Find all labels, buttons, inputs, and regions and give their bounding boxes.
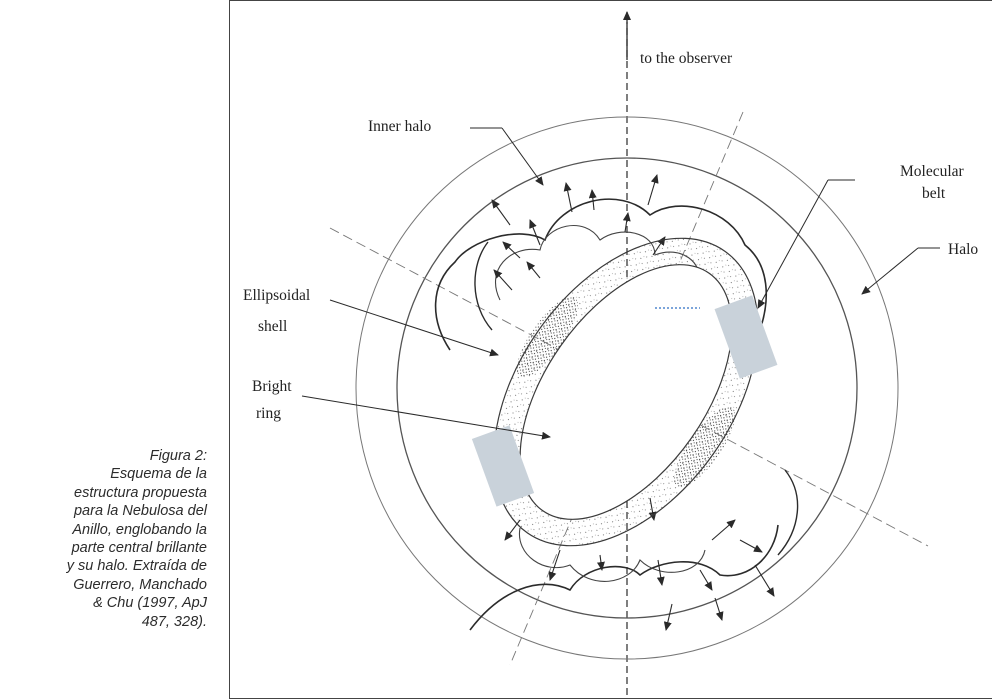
outflow-arrow [493,269,513,291]
halo-label: Halo [948,241,978,258]
molecular-belt-left [471,425,535,507]
caption-line: y su halo. Extraída de [66,558,207,575]
ellipsoidal-shell-label-1: Ellipsoidal [243,287,310,304]
bright-ring-right [674,406,736,488]
caption-line: Esquema de la [110,466,207,483]
inner-halo-pointer-arrow [501,127,544,186]
inner-halo-lobes-bottom [469,524,779,631]
outflow-arrow [663,603,673,631]
molecular-belt-label-2: belt [922,185,946,202]
outflow-arrow [754,564,775,597]
outflow-arrow [491,199,511,226]
outflow-arrow [699,569,713,591]
outflow-arrow [647,174,659,206]
molecular-belt-right [714,295,778,379]
figure-caption: Figura 2: Esquema de la estructura propu… [0,447,207,631]
outflow-arrow [711,519,736,541]
inner-halo-lobes-top [434,198,768,351]
halo-outer-circle [355,116,899,660]
outflow-arrow [714,597,724,621]
outflow-arrow [526,261,541,279]
caption-line: Guerrero, Manchado [73,576,207,593]
ellipsoidal-shell-group [493,237,759,547]
outflow-arrow [502,241,521,259]
outflow-arrow [588,189,597,211]
molecular-belt-label-1: Molecular [900,163,965,180]
caption-line: para la Nebulosa del [73,503,207,520]
ellipsoidal-shell-label-2: shell [258,318,287,335]
inner-halo-lobes-bottom-2 [518,527,706,582]
bright-ring-left [516,296,578,378]
outflow-arrow [563,182,573,213]
bright-ring-pointer [301,395,551,440]
halo-inner-circle [396,157,858,619]
molecular-belt-pointer-arrow [757,179,829,309]
inner-halo-arc-right [777,469,799,556]
outflow-arrow [529,219,541,246]
outflow-arrow [622,212,631,233]
ellipsoidal-shell-pointer [329,299,499,357]
caption-line: estructura propuesta [74,484,207,501]
caption-line: parte central brillante [71,540,207,557]
outflow-arrow [596,554,605,571]
inner-halo-label: Inner halo [368,118,432,135]
observer-label: to the observer [640,50,733,67]
inner-halo-arc-left [474,241,493,331]
outflow-arrow [739,539,763,553]
bright-ring-label-1: Bright [252,378,292,395]
caption-line: 487, 328). [141,613,207,630]
caption-line: Figura 2: [149,448,207,464]
caption-line: Anillo, englobando la [72,521,207,538]
caption-line: & Chu (1997, ApJ [93,595,207,612]
bright-ring-label-2: ring [256,405,281,422]
shell-inner [519,264,733,520]
outflow-arrow [548,549,561,581]
halo-pointer-arrow [861,247,919,295]
outflow-arrow [656,559,665,586]
